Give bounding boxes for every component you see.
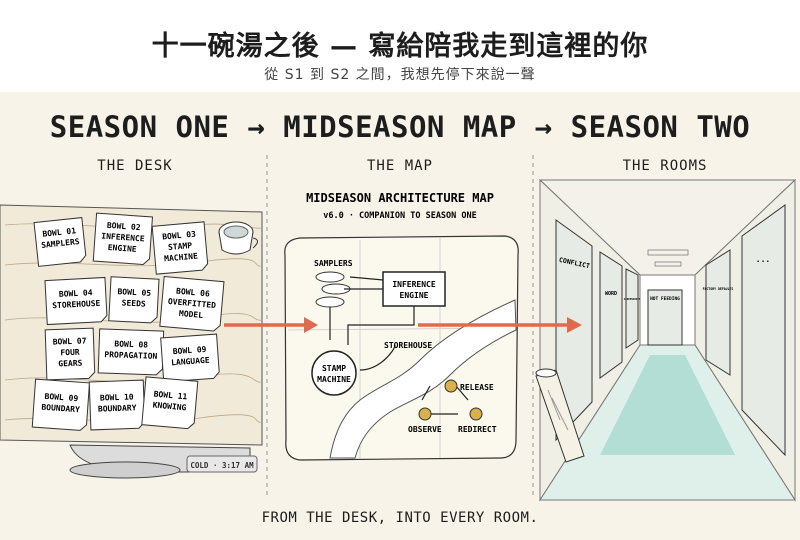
- panel-label-desk: THE DESK: [97, 158, 173, 174]
- bowl-note-line: LANGUAGE: [171, 356, 210, 368]
- bowl-note-line: MACHINE: [164, 251, 199, 263]
- bowl-note: BOWL 06 OVERFITTED MODEL: [159, 275, 225, 332]
- header-band: [0, 0, 800, 92]
- door-ellipsis: [741, 204, 786, 457]
- bowl-note: BOWL 09 BOUNDARY: [31, 378, 91, 431]
- door-word: [599, 251, 623, 379]
- bowl-note-line: BOWL 07: [53, 336, 87, 346]
- bowl-note: BOWL 08 PROPAGATION: [97, 328, 165, 376]
- map-inference-line: ENGINE: [400, 291, 429, 300]
- bowl-note-line: STOREHOUSE: [52, 299, 101, 311]
- bowl-note-line: BOWL 05: [117, 287, 151, 298]
- bowl-note-line: BOWL 10: [100, 392, 134, 402]
- rolled-map: [535, 368, 585, 463]
- bowl-note-line: SEEDS: [121, 298, 146, 308]
- door-label: ...: [756, 255, 770, 264]
- samplers-stack: [315, 271, 351, 308]
- observe-node: [418, 407, 432, 421]
- map-storehouse: STOREHOUSE: [384, 341, 432, 350]
- door-label: WORD: [605, 291, 617, 297]
- bowl-note-line: BOWL 06: [176, 287, 211, 299]
- bowl-note: BOWL 04 STOREHOUSE: [44, 276, 108, 326]
- bowl-note-line: BOUNDARY: [41, 403, 80, 415]
- ceiling-lights: [647, 249, 689, 267]
- bowl-note-line: BOWL 08: [114, 339, 148, 349]
- bowl-note: BOWL 11 KNOWING: [141, 376, 199, 430]
- page-title: 十一碗湯之後 — 寫給陪我走到這裡的你: [151, 31, 649, 62]
- bowl-note-line: BOUNDARY: [98, 403, 137, 413]
- map-connectors: [329, 276, 469, 415]
- bowl-note-line: BOWL 02: [107, 221, 141, 232]
- bowl-note-line: BOWL 04: [59, 288, 93, 299]
- map-stamp-line: STAMP: [322, 364, 346, 373]
- bowl-note: BOWL 09 LANGUAGE: [160, 333, 220, 383]
- rooms-scene: CONFLICT WORD SCREENSHOTS NOT FEEDING FA…: [535, 178, 797, 502]
- bowl-note-line: BOWL 09: [172, 345, 206, 356]
- door-label: SCREENSHOTS: [624, 297, 641, 301]
- map-samplers: SAMPLERS: [314, 259, 353, 268]
- door-factory-defaults: [705, 249, 731, 376]
- inference-engine-box: [382, 271, 446, 307]
- bowl-note-line: KNOWING: [152, 401, 187, 413]
- bowl-note: BOWL 03 STAMP MACHINE: [151, 221, 209, 275]
- map-release: RELEASE: [460, 383, 494, 392]
- bowl-note: BOWL 07 FOUR GEARS: [44, 327, 96, 381]
- panel-label-map: THE MAP: [366, 158, 433, 174]
- bowl-note-line: MODEL: [179, 309, 204, 320]
- flow-arrows: [224, 317, 582, 333]
- bowl-note-line: BOWL 01: [42, 226, 77, 238]
- floor-light: [600, 355, 735, 455]
- door-label: NOT FEEDING: [650, 296, 680, 302]
- bowl-notes: BOWL 01 SAMPLERS BOWL 02 INFERENCE ENGIN…: [31, 212, 225, 431]
- season-headline: SEASON ONE → MIDSEASON MAP → SEASON TWO: [49, 110, 751, 144]
- panel-label-rooms: THE ROOMS: [622, 158, 708, 174]
- bowl-note: BOWL 01 SAMPLERS: [33, 217, 87, 267]
- bowl-note-line: ENGINE: [107, 243, 137, 254]
- stamp-machine-node: [311, 350, 357, 396]
- map-stamp-line: MACHINE: [317, 375, 351, 384]
- map-scene: MIDSEASON ARCHITECTURE MAP v6.0 · COMPAN…: [284, 191, 519, 461]
- clock-readout: COLD · 3:17 AM: [190, 461, 254, 470]
- bowl-note: BOWL 02 INFERENCE ENGINE: [92, 212, 154, 265]
- door-label: FACTORY DEFAULTS: [703, 287, 734, 291]
- bowl-note-line: FOUR: [60, 348, 80, 358]
- door-conflict: [555, 219, 593, 442]
- bowl-note: BOWL 05 SEEDS: [108, 276, 160, 324]
- page-subtitle: 從 S1 到 S2 之間，我想先停下來說一聲: [264, 67, 536, 83]
- redirect-node: [469, 407, 483, 421]
- river: [329, 299, 517, 459]
- bowl-note-line: BOWL 03: [162, 230, 197, 242]
- bowl-note-line: SAMPLERS: [41, 237, 80, 250]
- bowl-note-line: BOWL 11: [153, 390, 188, 402]
- door-not-feeding: [647, 289, 683, 346]
- footer-caption: FROM THE DESK, INTO EVERY ROOM.: [261, 510, 539, 526]
- map-title: MIDSEASON ARCHITECTURE MAP: [306, 191, 494, 205]
- bowl-note-line: INFERENCE: [101, 231, 145, 243]
- bowl-note-line: PROPAGATION: [104, 350, 157, 361]
- bowl-note-line: STAMP: [168, 241, 193, 252]
- bowl-note: BOWL 10 BOUNDARY: [88, 379, 146, 431]
- desk-scene: COLD · 3:17 AM BOWL 01 SAMPLERS BOWL 02 …: [0, 204, 263, 479]
- map-observe: OBSERVE: [408, 425, 442, 434]
- map-inference-line: INFERENCE: [392, 280, 436, 289]
- coffee-cup: [218, 221, 258, 255]
- bowl-note-line: BOWL 09: [44, 392, 78, 403]
- map-subtitle: v6.0 · COMPANION TO SEASON ONE: [323, 211, 477, 221]
- release-node: [444, 379, 458, 393]
- bowl-note-line: OVERFITTED: [168, 297, 217, 310]
- door-screenshots: [625, 268, 639, 349]
- map-redirect: REDIRECT: [458, 425, 497, 434]
- bowl-note-line: GEARS: [58, 359, 83, 369]
